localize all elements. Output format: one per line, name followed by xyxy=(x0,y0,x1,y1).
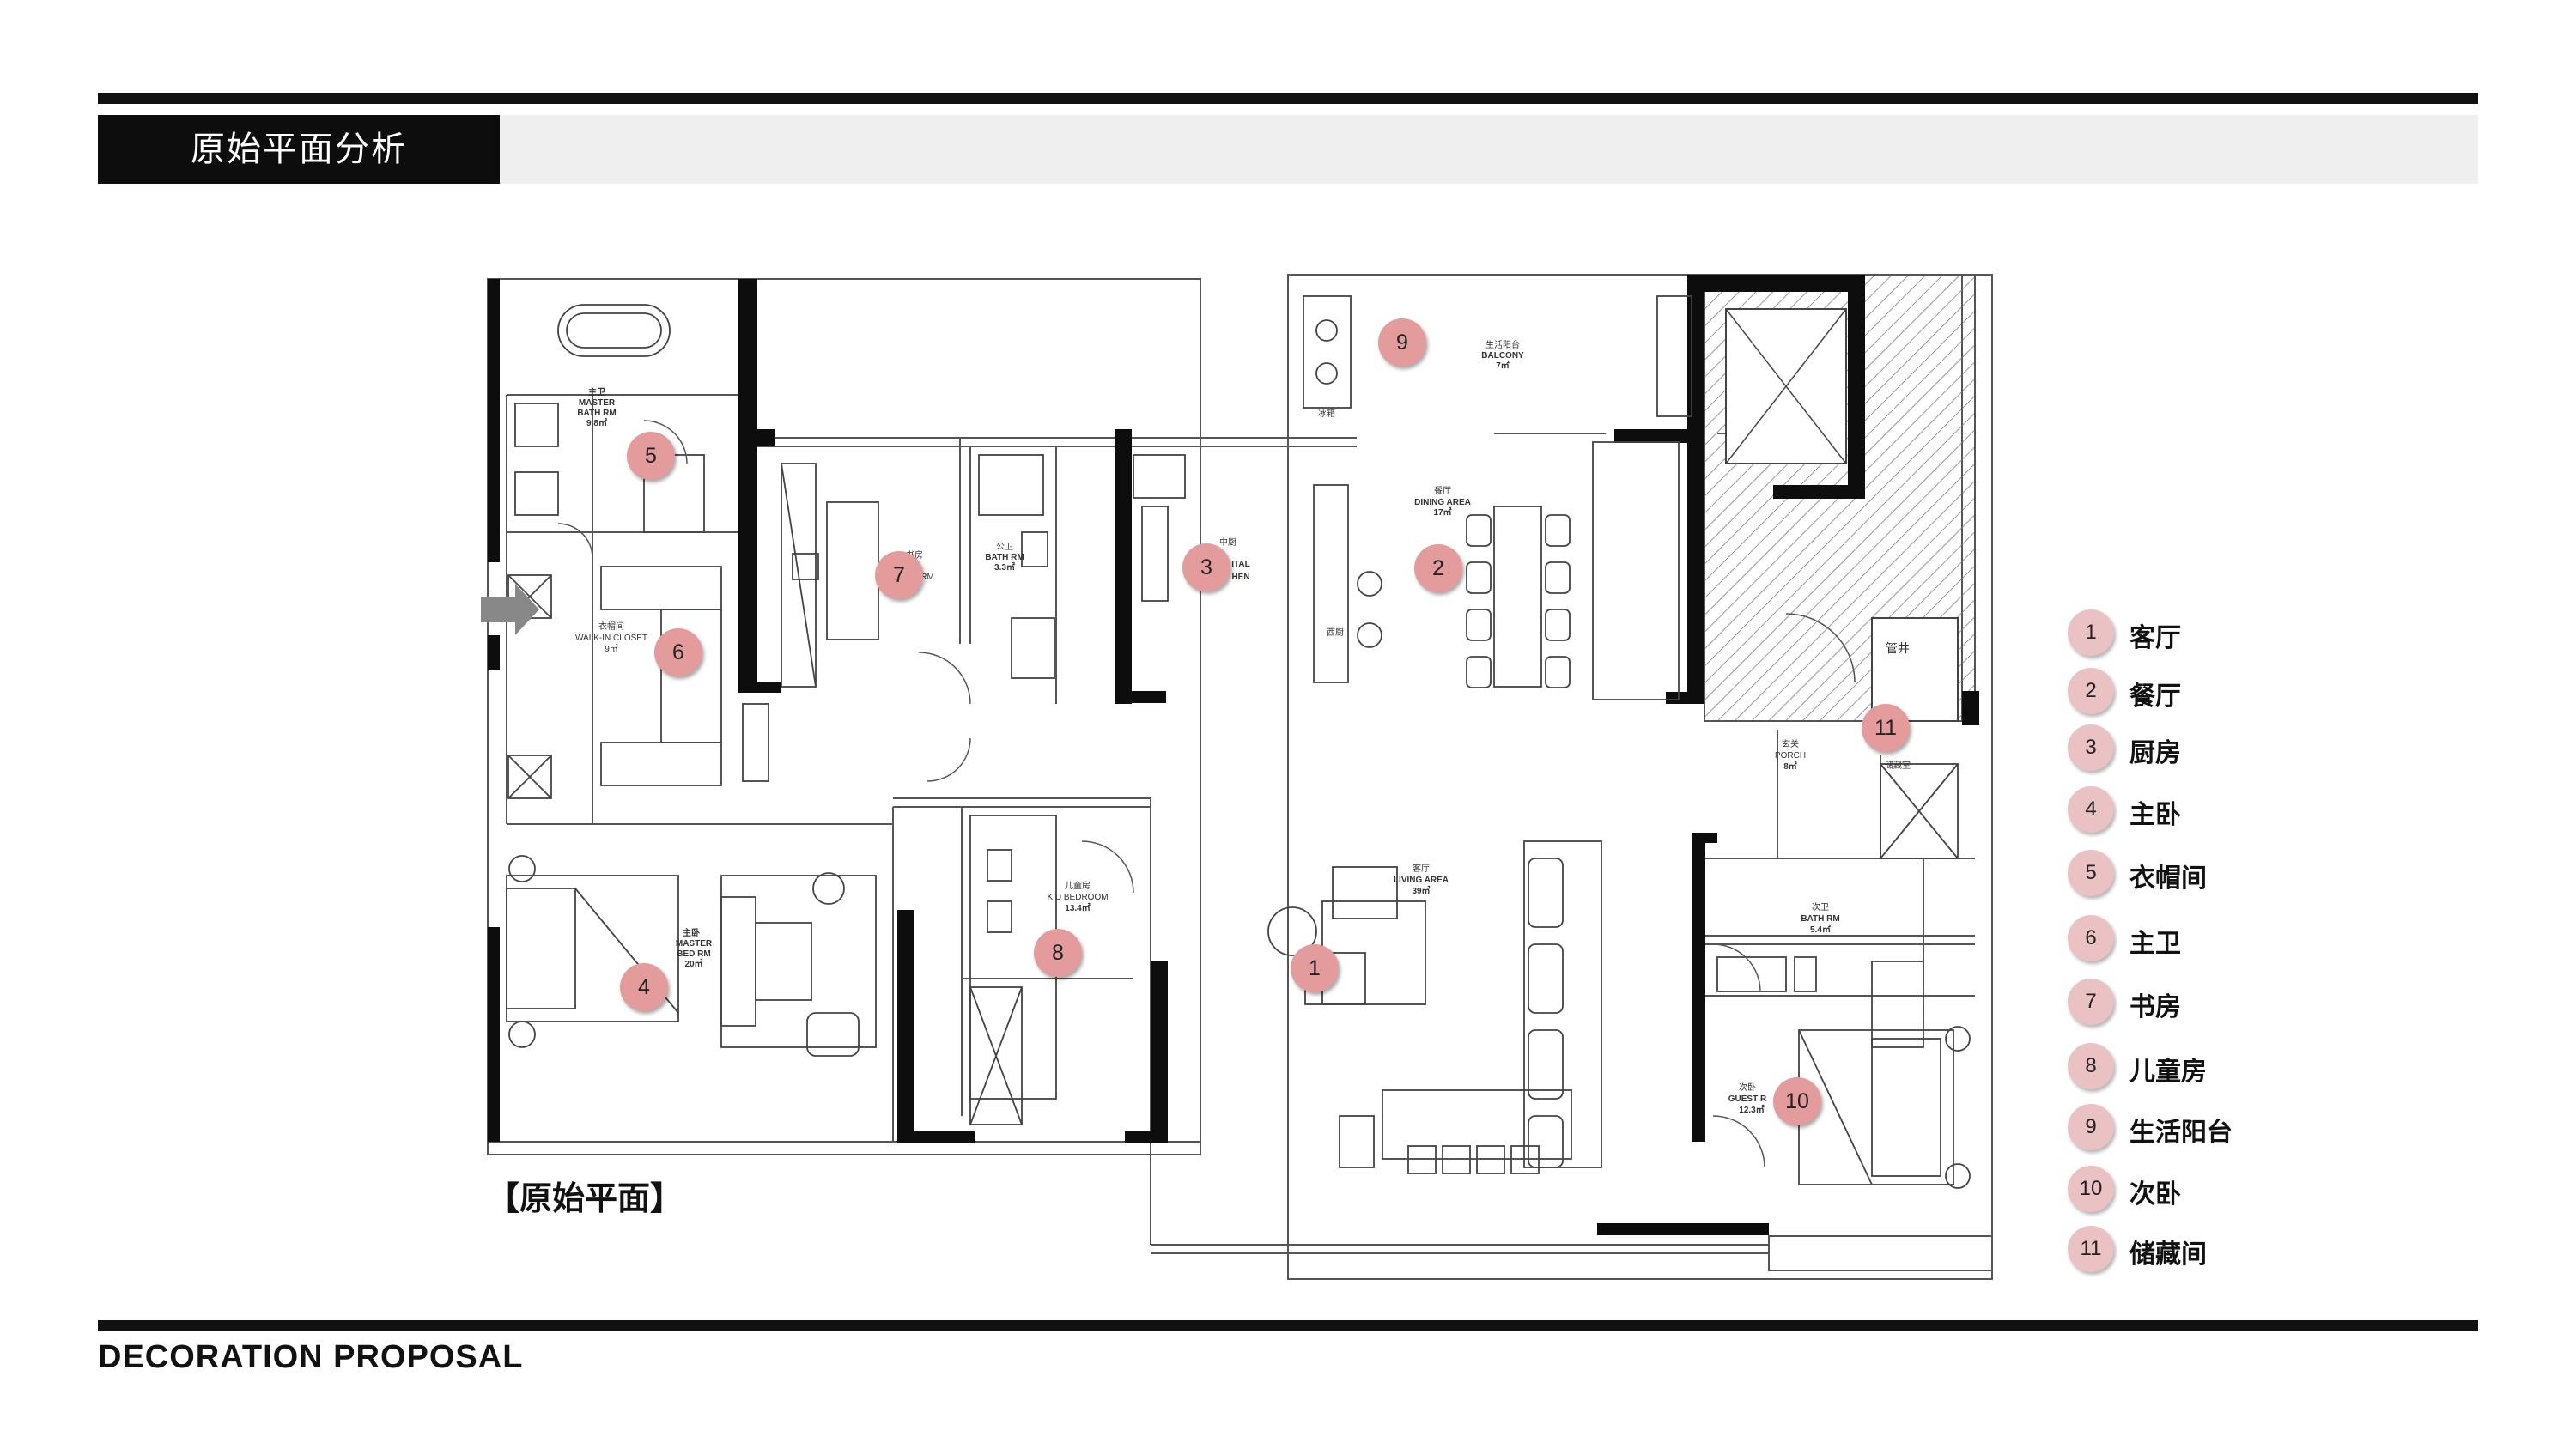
footer-label: DECORATION PROPOSAL xyxy=(98,1339,524,1375)
legend-number: 8 xyxy=(2068,1043,2114,1089)
room-text-kid-en: KID BEDROOM xyxy=(1047,893,1108,902)
legend-number: 4 xyxy=(2068,786,2114,833)
legend-label: 厨房 xyxy=(2129,739,2181,767)
room-text-living-area: 39㎡ xyxy=(1412,885,1430,896)
room-text-guestbed-cn: 次卧 xyxy=(1739,1082,1756,1093)
room-text-master-bath-area: 9.8㎡ xyxy=(586,417,607,428)
legend-number: 6 xyxy=(2068,915,2114,961)
room-text-master-bath-cn: 主卫 xyxy=(588,386,605,397)
room-text-guestbed-en: GUEST R xyxy=(1728,1094,1767,1104)
room-text-masterbed-area: 20㎡ xyxy=(684,958,702,969)
room-text-balcony-cn: 生活阳台 xyxy=(1485,339,1520,350)
legend-label: 生活阳台 xyxy=(2129,1119,2233,1147)
room-text-guestbath-area: 5.4㎡ xyxy=(1810,924,1831,935)
room-text-walkin-en: WALK-IN CLOSET xyxy=(575,634,647,643)
room-marker-4[interactable]: 4 xyxy=(620,963,668,1011)
room-text-porch-en: PORCH xyxy=(1775,751,1806,761)
room-text-porch-cn: 玄关 xyxy=(1782,738,1799,749)
legend-number: 10 xyxy=(2068,1166,2114,1212)
room-text-walkin-area: 9㎡ xyxy=(605,644,618,654)
top-rule xyxy=(98,93,2478,104)
legend-label: 餐厅 xyxy=(2129,682,2181,711)
room-text-masterbed-en: MASTER xyxy=(676,939,713,949)
room-text-pubbath-en: BATH RM xyxy=(985,553,1024,562)
page-title: 原始平面分析 xyxy=(98,115,500,184)
legend-label: 书房 xyxy=(2129,993,2181,1022)
legend-label: 储藏间 xyxy=(2129,1240,2207,1269)
room-text-kitchen-en2: HEN xyxy=(1231,573,1249,582)
room-text-pubbath-cn: 公卫 xyxy=(996,543,1013,552)
room-text-balcony-area: 7㎡ xyxy=(1496,360,1510,371)
legend-label: 儿童房 xyxy=(2129,1058,2207,1086)
room-marker-11[interactable]: 11 xyxy=(1862,704,1910,752)
room-marker-6[interactable]: 6 xyxy=(654,628,702,676)
legend-label: 次卧 xyxy=(2129,1180,2181,1209)
legend-number: 3 xyxy=(2068,724,2114,771)
legend-label: 主卫 xyxy=(2129,930,2181,958)
room-marker-10[interactable]: 10 xyxy=(1773,1077,1821,1125)
room-marker-3[interactable]: 3 xyxy=(1182,543,1230,591)
room-text-kid-cn: 儿童房 xyxy=(1065,880,1091,891)
legend-number: 5 xyxy=(2068,850,2114,896)
room-text-kitchen-en: ITAL xyxy=(1231,560,1249,569)
room-marker-1[interactable]: 1 xyxy=(1291,944,1339,992)
room-text-storage: 储藏室 xyxy=(1885,760,1911,771)
room-text-dining-area: 17㎡ xyxy=(1433,506,1451,518)
room-text-master-bath-en: MASTER xyxy=(579,398,616,408)
room-text-pubbath-area: 3.3㎡ xyxy=(994,561,1015,573)
room-text-guestbath-cn: 次卫 xyxy=(1812,901,1829,912)
room-text-kid-area: 13.4㎡ xyxy=(1065,902,1090,913)
room-marker-7[interactable]: 7 xyxy=(875,551,923,599)
room-text-walkin-cn: 衣帽间 xyxy=(598,621,624,632)
room-text-living-cn: 客厅 xyxy=(1413,863,1430,874)
room-text-study-en: RM xyxy=(920,573,934,582)
room-marker-9[interactable]: 9 xyxy=(1378,318,1426,367)
room-text-shaft: 管井 xyxy=(1886,641,1910,655)
room-text-porch-area: 8㎡ xyxy=(1783,761,1797,772)
room-marker-5[interactable]: 5 xyxy=(627,432,675,480)
room-text-masterbed-en2: BED RM xyxy=(677,949,710,959)
title-bar xyxy=(500,115,2478,184)
bottom-rule xyxy=(98,1320,2478,1331)
legend-number: 9 xyxy=(2068,1104,2114,1150)
room-text-guestbed-area: 12.3㎡ xyxy=(1739,1104,1764,1115)
legend-label: 主卧 xyxy=(2129,801,2181,829)
room-text-living-en: LIVING AREA xyxy=(1394,876,1449,885)
legend-label: 客厅 xyxy=(2129,624,2181,652)
room-text-guestbath-en: BATH RM xyxy=(1801,914,1839,924)
room-text-dining-cn: 餐厅 xyxy=(1434,485,1451,496)
floor-plan: 主卫 MASTER BATH RM 9.8㎡ 衣帽间 WALK-IN CLOSE… xyxy=(464,258,2009,1288)
legend-number: 1 xyxy=(2068,609,2114,656)
room-text-master-bath-en2: BATH RM xyxy=(577,409,616,418)
legend-number: 11 xyxy=(2068,1226,2114,1272)
plan-caption: 【原始平面】 xyxy=(487,1181,683,1217)
room-text-balcony-en: BALCONY xyxy=(1481,351,1524,361)
room-text-fridge: 冰箱 xyxy=(1318,408,1335,419)
room-marker-8[interactable]: 8 xyxy=(1034,929,1082,977)
room-text-masterbed-cn: 主卧 xyxy=(683,927,700,938)
legend-number: 2 xyxy=(2068,668,2114,714)
room-text-dining-en: DINING AREA xyxy=(1414,498,1471,507)
legend-label: 衣帽间 xyxy=(2129,864,2207,893)
room-text-west-kitchen: 西厨 xyxy=(1327,627,1344,638)
room-marker-2[interactable]: 2 xyxy=(1414,544,1462,592)
legend-number: 7 xyxy=(2068,979,2114,1025)
room-text-kitchen-cn: 中厨 xyxy=(1219,537,1236,548)
